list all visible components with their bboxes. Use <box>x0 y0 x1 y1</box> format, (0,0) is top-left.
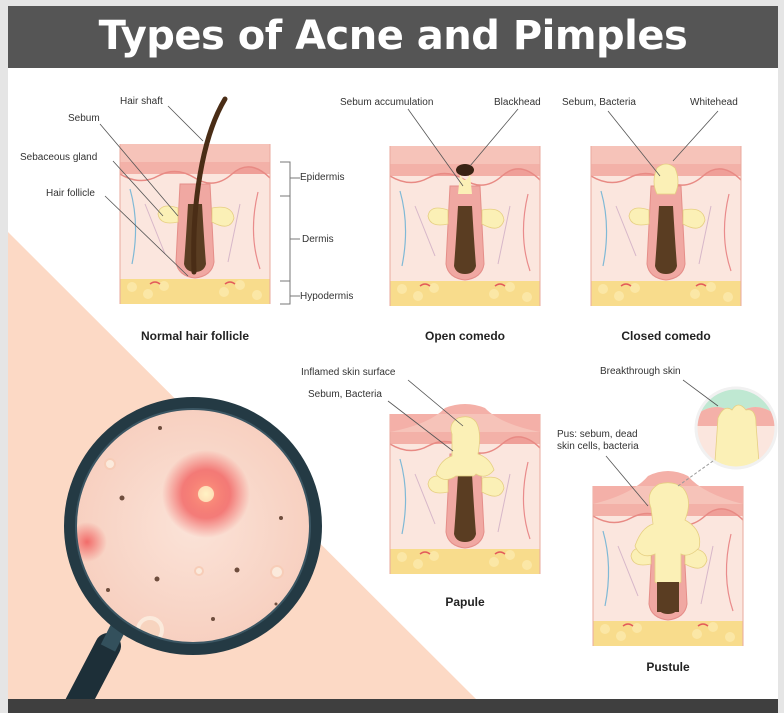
page-title: Types of Acne and Pimples <box>8 10 778 62</box>
caption-papule: Papule <box>390 595 540 609</box>
label-sebum-bacteria: Sebum, Bacteria <box>562 97 636 109</box>
open-comedo-diagram <box>390 146 540 306</box>
caption-pustule: Pustule <box>593 660 743 674</box>
label-dermis: Dermis <box>302 234 334 246</box>
pustule-diagram <box>593 471 743 646</box>
layer-brackets <box>280 162 300 304</box>
label-sebum-accumulation: Sebum accumulation <box>340 97 433 109</box>
label-epidermis: Epidermis <box>300 172 344 184</box>
label-breakthrough-skin: Breakthrough skin <box>600 366 681 378</box>
breakthrough-inset <box>678 386 778 486</box>
papule-diagram <box>390 404 540 574</box>
header-bar: Types of Acne and Pimples <box>8 6 778 68</box>
label-sebaceous-gland: Sebaceous gland <box>20 152 97 164</box>
label-sebum: Sebum <box>68 113 100 125</box>
closed-comedo-diagram <box>591 146 741 306</box>
caption-open-comedo: Open comedo <box>390 329 540 343</box>
label-hair-shaft: Hair shaft <box>120 96 163 108</box>
label-hypodermis: Hypodermis <box>300 291 353 303</box>
footer-bar <box>8 699 778 713</box>
label-inflamed-skin-surface: Inflamed skin surface <box>301 367 396 379</box>
label-pus-line1: Pus: sebum, dead <box>557 429 638 441</box>
caption-normal-hair-follicle: Normal hair follicle <box>120 329 270 343</box>
infographic-card: Types of Acne and Pimples Hair shaft Seb… <box>8 6 778 713</box>
label-pus-line2: skin cells, bacteria <box>557 441 639 453</box>
normal-follicle-diagram <box>120 99 270 304</box>
label-whitehead: Whitehead <box>690 97 738 109</box>
caption-closed-comedo: Closed comedo <box>591 329 741 343</box>
label-hair-follicle: Hair follicle <box>46 188 95 200</box>
label-papule-sebum-bacteria: Sebum, Bacteria <box>308 389 382 401</box>
label-blackhead: Blackhead <box>494 97 541 109</box>
